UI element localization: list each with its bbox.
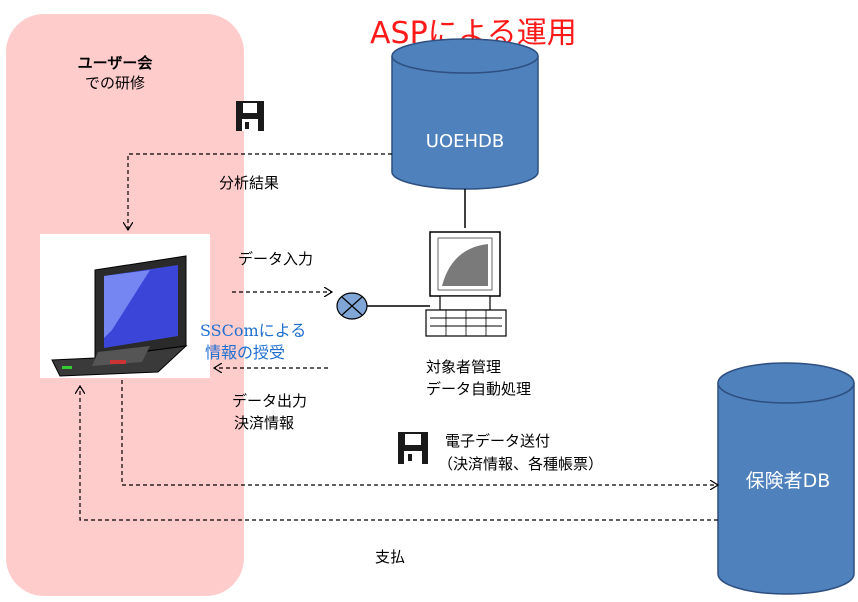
electronic-data-send-arrow [121,380,718,485]
network-node-icon [336,292,430,320]
user-panel-title-line2: での研修 [84,74,145,92]
floppy-disk-icon [236,101,264,131]
insurer-db-label: 保険者DB [745,470,831,492]
payment-arrow [80,386,718,521]
sscom-label-line1: SSComによる [200,321,307,340]
electronic-data-label-line2: （決済情報、各種帳票） [438,455,604,473]
uoehdb-database-icon [391,38,539,190]
sscom-label-line2: 情報の授受 [205,343,286,362]
user-laptop-icon [40,234,210,378]
floppy-disk-icon [398,432,428,464]
server-computer-icon [425,231,507,337]
user-panel-title-line1: ユーザー会 [77,54,153,72]
insurer-database-icon [717,362,855,595]
electronic-data-label-line1: 電子データ送付 [445,432,551,450]
payment-label: 支払 [375,548,406,566]
data-output-label-line2: 決済情報 [234,414,295,432]
uoehdb-label: UOEHDB [425,131,505,152]
data-output-label-line1: データ出力 [232,392,308,410]
data-input-label: データ入力 [238,250,314,268]
analysis-results-label: 分析結果 [219,174,280,192]
analysis-results-arrow [128,153,392,230]
server-label-line1: 対象者管理 [426,358,502,376]
server-label-line2: データ自動処理 [426,380,532,398]
